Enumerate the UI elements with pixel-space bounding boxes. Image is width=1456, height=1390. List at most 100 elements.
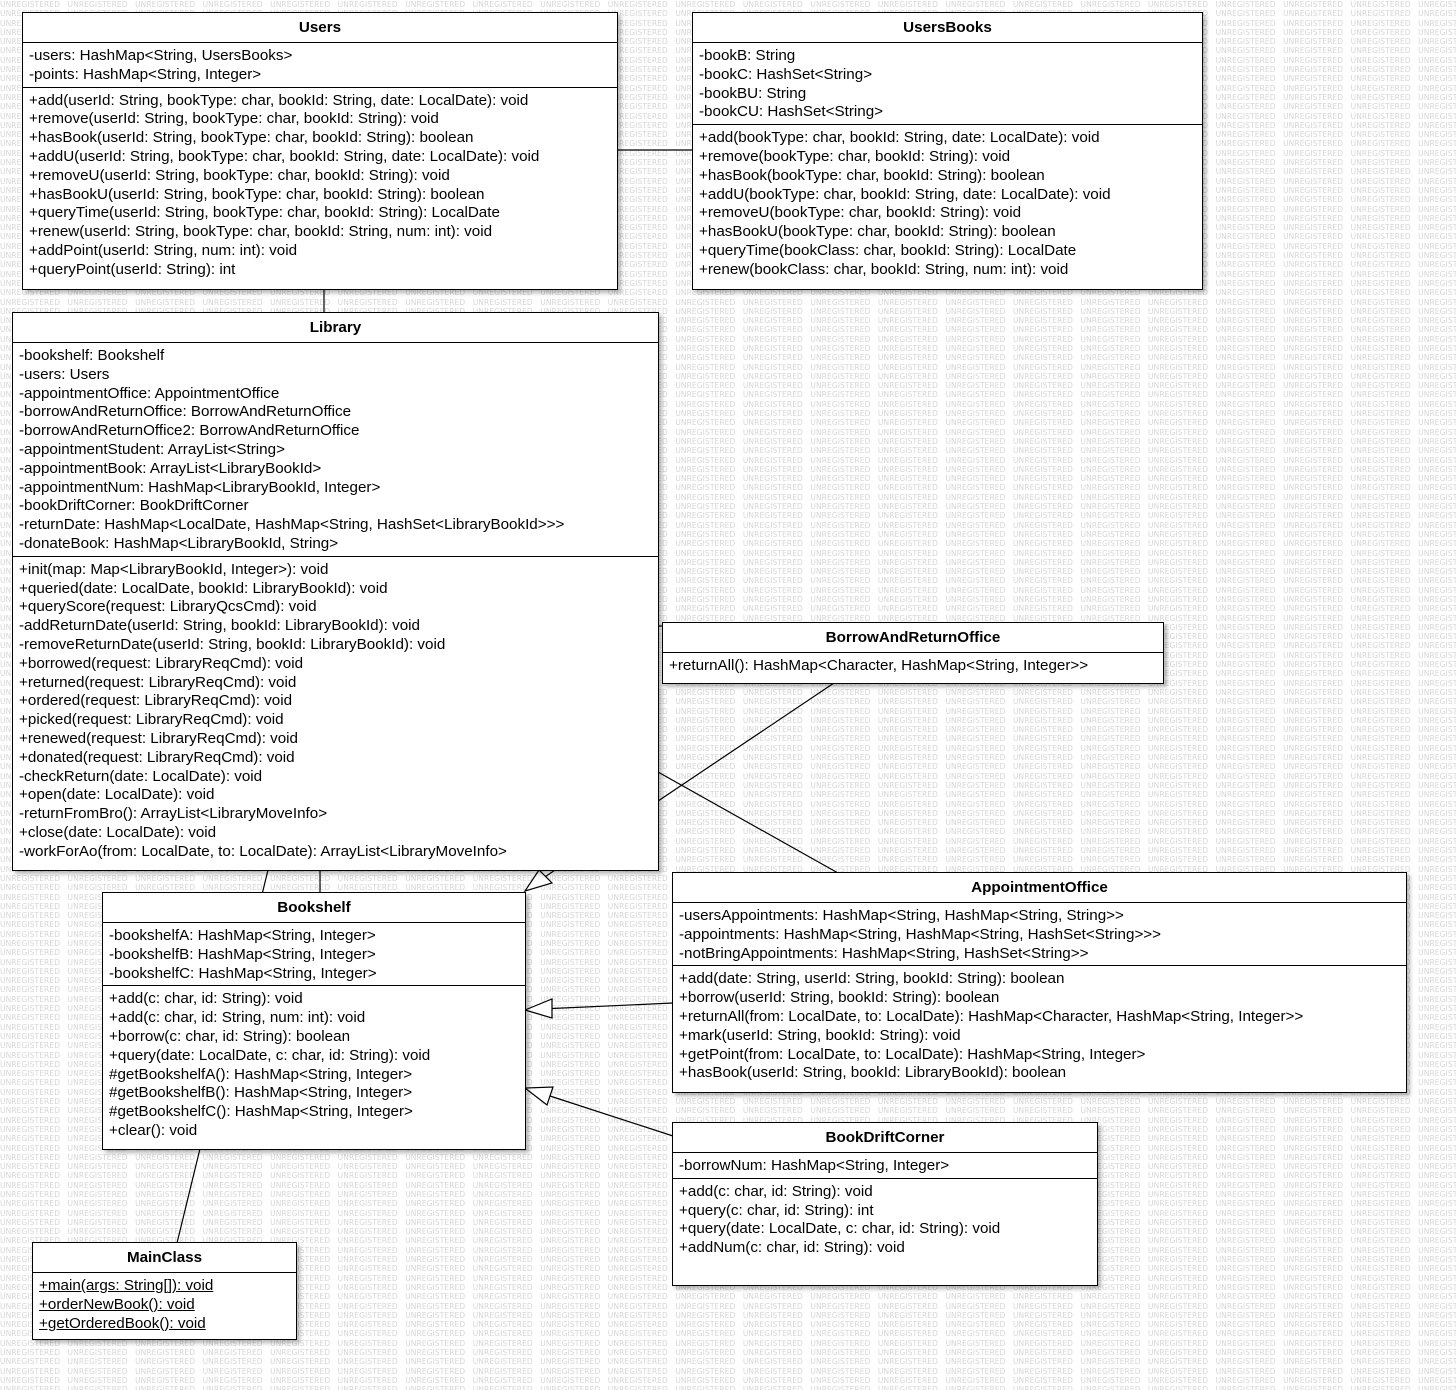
method: +donated(request: LibraryReqCmd): void [19, 748, 295, 766]
method: +getOrderedBook(): void [39, 1314, 206, 1332]
method: #getBookshelfB(): HashMap<String, Intege… [109, 1084, 413, 1102]
method: +addPoint(userId: String, num: int): voi… [29, 241, 298, 259]
attribute: -borrowAndReturnOffice2: BorrowAndReturn… [19, 422, 360, 440]
attribute: -bookshelfA: HashMap<String, Integer> [109, 927, 376, 944]
generalization-arrowhead [523, 1086, 554, 1106]
method: +add(date: String, userId: String, bookI… [679, 970, 1065, 988]
method: +query(date: LocalDate, c: char, id: Str… [109, 1046, 431, 1064]
method: +getPoint(from: LocalDate, to: LocalDate… [679, 1045, 1146, 1063]
method: +addU(bookType: char, bookId: String, da… [699, 185, 1111, 203]
method: -returnFromBro(): ArrayList<LibraryMoveI… [19, 805, 328, 823]
method: +mark(userId: String, bookId: String): v… [679, 1026, 961, 1044]
method: +ordered(request: LibraryReqCmd): void [19, 692, 293, 710]
attribute: -bookshelf: Bookshelf [19, 347, 165, 364]
attributes-section: -bookshelfA: HashMap<String, Integer>-bo… [103, 923, 525, 987]
method: +removeU(userId: String, bookType: char,… [29, 166, 450, 184]
attributes-section: -bookshelf: Bookshelf-users: Users-appoi… [13, 343, 658, 557]
attribute: -bookshelfB: HashMap<String, Integer> [109, 945, 376, 963]
class-users[interactable]: Users -users: HashMap<String, UsersBooks… [22, 12, 618, 290]
method: +returnAll(from: LocalDate, to: LocalDat… [679, 1007, 1304, 1025]
method: +clear(): void [109, 1121, 198, 1139]
method: +removeU(bookType: char, bookId: String)… [699, 204, 1022, 222]
method: +add(c: char, id: String, num: int): voi… [109, 1009, 366, 1027]
methods-section: +init(map: Map<LibraryBookId, Integer>):… [13, 557, 658, 864]
attributes-section: -users: HashMap<String, UsersBooks>-poin… [23, 43, 617, 88]
attribute: -notBringAppointments: HashMap<String, H… [679, 944, 1089, 962]
class-bookdriftcorner[interactable]: BookDriftCorner -borrowNum: HashMap<Stri… [672, 1122, 1098, 1286]
class-bookshelf[interactable]: Bookshelf -bookshelfA: HashMap<String, I… [102, 892, 526, 1150]
method: +add(c: char, id: String): void [679, 1182, 873, 1200]
method: +renew(bookClass: char, bookId: String, … [699, 260, 1069, 278]
method: +hasBook(userId: String, bookType: char,… [29, 129, 474, 147]
method: #getBookshelfC(): HashMap<String, Intege… [109, 1103, 413, 1121]
methods-section: +add(c: char, id: String): void+query(c:… [673, 1179, 1097, 1260]
attribute: -bookB: String [699, 47, 796, 64]
method: -checkReturn(date: LocalDate): void [19, 767, 263, 785]
attribute: -appointmentOffice: AppointmentOffice [19, 384, 280, 402]
method: +renew(userId: String, bookType: char, b… [29, 223, 493, 241]
methods-section: +add(userId: String, bookType: char, boo… [23, 88, 617, 282]
method: -addReturnDate(userId: String, bookId: L… [19, 617, 420, 635]
method: +borrow(c: char, id: String): boolean [109, 1027, 351, 1045]
methods-section: +returnAll(): HashMap<Character, HashMap… [663, 653, 1163, 678]
method: +hasBookU(bookType: char, bookId: String… [699, 223, 1056, 241]
attributes-section: -usersAppointments: HashMap<String, Hash… [673, 903, 1406, 967]
attribute: -returnDate: HashMap<LocalDate, HashMap<… [19, 516, 565, 534]
method: +queryScore(request: LibraryQcsCmd): voi… [19, 598, 317, 616]
attribute: -users: Users [19, 365, 110, 383]
method: +remove(userId: String, bookType: char, … [29, 110, 439, 128]
class-mainclass[interactable]: MainClass +main(args: String[]): void+or… [32, 1242, 297, 1340]
class-name: AppointmentOffice [673, 873, 1406, 903]
attribute: -bookBU: String [699, 84, 807, 102]
class-name: UsersBooks [693, 13, 1202, 43]
class-appointmentoffice[interactable]: AppointmentOffice -usersAppointments: Ha… [672, 872, 1407, 1093]
method: +hasBook(bookType: char, bookId: String)… [699, 166, 1045, 184]
method: +hasBookU(userId: String, bookType: char… [29, 185, 485, 203]
method: +borrow(userId: String, bookId: String):… [679, 989, 1000, 1007]
attribute: -bookC: HashSet<String> [699, 65, 873, 83]
attribute: -borrowNum: HashMap<String, Integer> [679, 1157, 950, 1174]
method: +query(c: char, id: String): int [679, 1201, 874, 1219]
attributes-section: -borrowNum: HashMap<String, Integer> [673, 1153, 1097, 1179]
method: +returned(request: LibraryReqCmd): void [19, 673, 297, 691]
assoc-library-appointmentoffice [657, 771, 839, 874]
generalization-arrowhead [523, 869, 554, 893]
method: +queryTime(userId: String, bookType: cha… [29, 204, 500, 222]
attribute: -appointmentBook: ArrayList<LibraryBookI… [19, 459, 322, 477]
method: +orderNewBook(): void [39, 1295, 195, 1313]
methods-section: +add(date: String, userId: String, bookI… [673, 966, 1406, 1085]
method: +queryTime(bookClass: char, bookId: Stri… [699, 241, 1077, 259]
attribute: -appointmentStudent: ArrayList<String> [19, 440, 285, 458]
methods-section: +add(bookType: char, bookId: String, dat… [693, 125, 1202, 281]
class-library[interactable]: Library -bookshelf: Bookshelf-users: Use… [12, 312, 659, 871]
attribute: -bookCU: HashSet<String> [699, 103, 884, 121]
class-borrowandreturnoffice[interactable]: BorrowAndReturnOffice +returnAll(): Hash… [662, 622, 1164, 684]
method: +main(args: String[]): void [39, 1277, 214, 1294]
generalization-bookdriftcorner-bookshelf [549, 1095, 674, 1137]
method: +init(map: Map<LibraryBookId, Integer>):… [19, 560, 329, 578]
class-usersbooks[interactable]: UsersBooks -bookB: String-bookC: HashSet… [692, 12, 1203, 290]
generalization-appointmentoffice-bookshelf [551, 1002, 674, 1010]
method: +add(c: char, id: String): void [109, 990, 303, 1008]
attributes-section: -bookB: String-bookC: HashSet<String>-bo… [693, 43, 1202, 126]
method: +open(date: LocalDate): void [19, 786, 215, 804]
attribute: -users: HashMap<String, UsersBooks> [29, 47, 293, 64]
method: +add(userId: String, bookType: char, boo… [29, 91, 529, 109]
attribute: -appointmentNum: HashMap<LibraryBookId, … [19, 478, 381, 496]
method: +queryPoint(userId: String): int [29, 260, 236, 278]
class-name: Bookshelf [103, 893, 525, 923]
attribute: -bookDriftCorner: BookDriftCorner [19, 497, 249, 515]
method: -removeReturnDate(userId: String, bookId… [19, 635, 446, 653]
method: +returnAll(): HashMap<Character, HashMap… [669, 657, 1089, 674]
method: +close(date: LocalDate): void [19, 823, 217, 841]
class-name: BookDriftCorner [673, 1123, 1097, 1153]
method: +hasBook(userId: String, bookId: Library… [679, 1064, 1067, 1082]
methods-section: +main(args: String[]): void+orderNewBook… [33, 1273, 296, 1335]
method: -workForAo(from: LocalDate, to: LocalDat… [19, 842, 507, 860]
attribute: -points: HashMap<String, Integer> [29, 65, 262, 83]
class-name: BorrowAndReturnOffice [663, 623, 1163, 653]
method: #getBookshelfA(): HashMap<String, Intege… [109, 1065, 413, 1083]
method: +query(date: LocalDate, c: char, id: Str… [679, 1220, 1001, 1238]
method: +addNum(c: char, id: String): void [679, 1239, 905, 1257]
generalization-arrowhead [523, 998, 553, 1019]
